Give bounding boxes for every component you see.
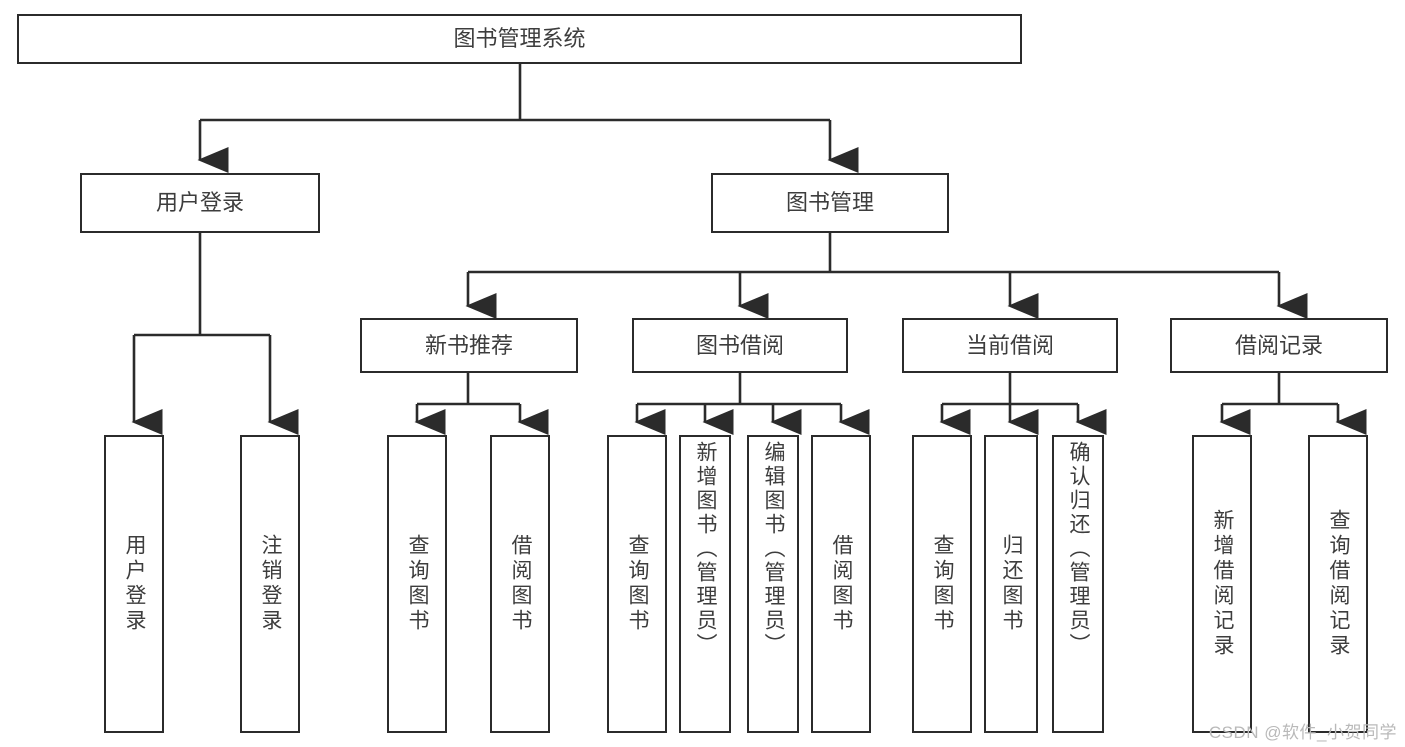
leaf-query-borrow-record[interactable]: 查询借阅记录 [1308,435,1368,733]
leaf-borrow-book[interactable]: 借阅图书 [811,435,871,733]
node-label: 用户登录 [123,534,147,634]
leaf-borrow-book-recommend[interactable]: 借阅图书 [490,435,550,733]
node-label: 图书借阅 [695,332,784,358]
node-label: 确认归还（管理员） [1067,441,1091,657]
node-label: 图书管理系统 [453,26,586,52]
watermark: CSDN @软件_小贺同学 [1208,723,1397,742]
node-book-management[interactable]: 图书管理 [711,173,949,233]
node-book-borrow[interactable]: 图书借阅 [632,318,848,373]
node-label: 借阅图书 [830,534,854,634]
node-new-book-recommend[interactable]: 新书推荐 [360,318,578,373]
node-label: 新增借阅记录 [1211,509,1235,659]
node-borrow-records[interactable]: 借阅记录 [1170,318,1388,373]
leaf-add-book-admin[interactable]: 新增图书（管理员） [679,435,731,733]
node-label: 查询图书 [931,534,955,634]
node-label: 归还图书 [1000,534,1024,634]
node-label: 用户登录 [155,190,244,216]
node-label: 注销登录 [259,534,283,634]
node-label: 查询图书 [406,534,430,634]
node-label: 新书推荐 [424,332,513,358]
leaf-logout[interactable]: 注销登录 [240,435,300,733]
node-label: 新增图书（管理员） [694,441,718,657]
node-user-login[interactable]: 用户登录 [80,173,320,233]
leaf-confirm-return-admin[interactable]: 确认归还（管理员） [1052,435,1104,733]
node-label: 查询借阅记录 [1327,509,1351,659]
node-label: 借阅图书 [509,534,533,634]
node-current-borrow[interactable]: 当前借阅 [902,318,1118,373]
leaf-query-book-borrow[interactable]: 查询图书 [607,435,667,733]
leaf-user-login[interactable]: 用户登录 [104,435,164,733]
leaf-query-book-current[interactable]: 查询图书 [912,435,972,733]
leaf-query-book-recommend[interactable]: 查询图书 [387,435,447,733]
node-label: 查询图书 [626,534,650,634]
node-root[interactable]: 图书管理系统 [17,14,1022,64]
node-label: 当前借阅 [965,332,1054,358]
leaf-edit-book-admin[interactable]: 编辑图书（管理员） [747,435,799,733]
leaf-add-borrow-record[interactable]: 新增借阅记录 [1192,435,1252,733]
leaf-return-book[interactable]: 归还图书 [984,435,1038,733]
node-label: 编辑图书（管理员） [762,441,786,657]
node-label: 图书管理 [785,190,874,216]
node-label: 借阅记录 [1234,332,1323,358]
